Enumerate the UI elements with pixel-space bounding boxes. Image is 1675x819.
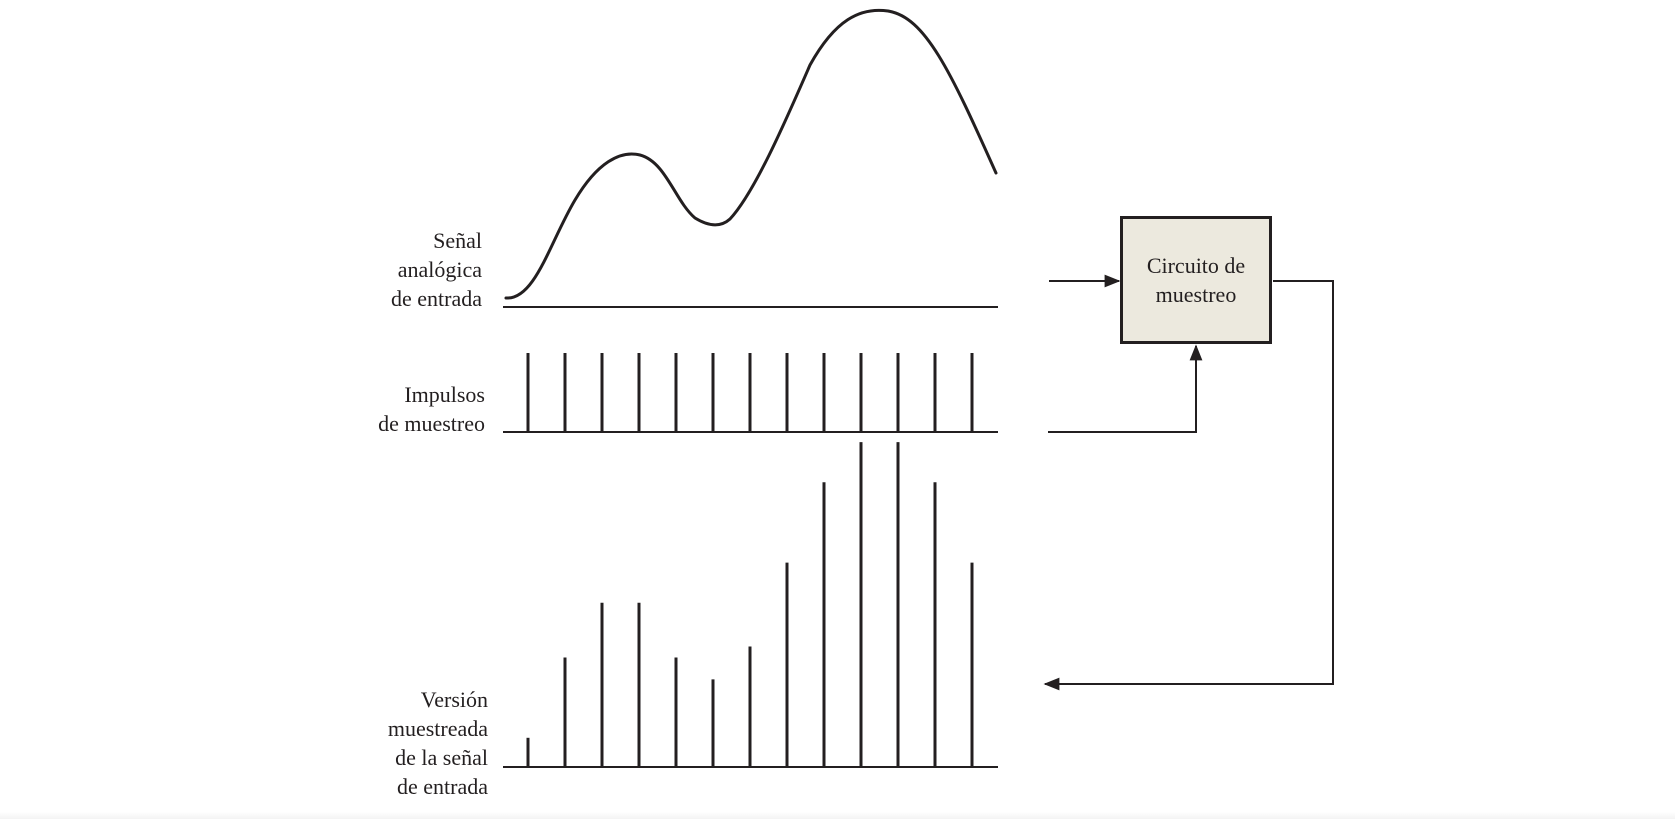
sampling-circuit-label-line: Circuito de bbox=[1146, 253, 1246, 278]
sampled-version-label-line: de entrada bbox=[397, 774, 488, 799]
sampled-output bbox=[526, 442, 974, 767]
sampling-pulses-label-line: Impulsos bbox=[404, 382, 485, 407]
input-signal-label-line: Señal bbox=[433, 228, 482, 253]
sampling-circuit-block: Circuito de muestreo bbox=[1120, 216, 1272, 344]
input-signal-label-line: analógica bbox=[397, 257, 482, 282]
sampled-version-label-line: Versión bbox=[420, 687, 488, 712]
sampling-pulses bbox=[526, 353, 974, 432]
input-signal-label-line: de entrada bbox=[391, 286, 482, 311]
sampled-version-label-line: muestreada bbox=[387, 716, 488, 741]
pulses-connector-arrow bbox=[1048, 344, 1203, 433]
analog-signal-curve bbox=[504, 8, 998, 300]
bottom-edge-shade bbox=[0, 812, 1675, 819]
sampling-circuit-label-line: muestreo bbox=[1155, 282, 1237, 307]
sampled-version-label: Versión muestreada de la señal de entrad… bbox=[388, 685, 488, 801]
input-signal-label: Señal analógica de entrada bbox=[391, 226, 482, 313]
output-return-arrow bbox=[1043, 280, 1334, 691]
sampling-pulses-label-line: de muestreo bbox=[378, 411, 485, 436]
sampling-pulses-label: Impulsos de muestreo bbox=[378, 380, 485, 438]
sampled-version-label-line: de la señal bbox=[395, 745, 488, 770]
